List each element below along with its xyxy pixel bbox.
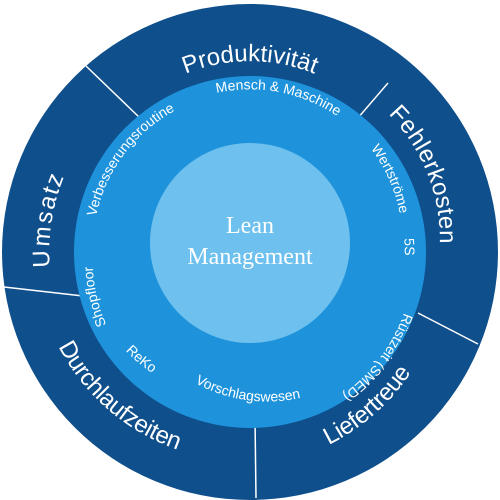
center-title-line1: Lean <box>226 213 274 239</box>
method-label-5s: 5S <box>401 238 417 256</box>
center-title-line2: Management <box>187 244 313 270</box>
outer-ring-dividers <box>3 65 479 499</box>
core-circle <box>150 143 350 343</box>
